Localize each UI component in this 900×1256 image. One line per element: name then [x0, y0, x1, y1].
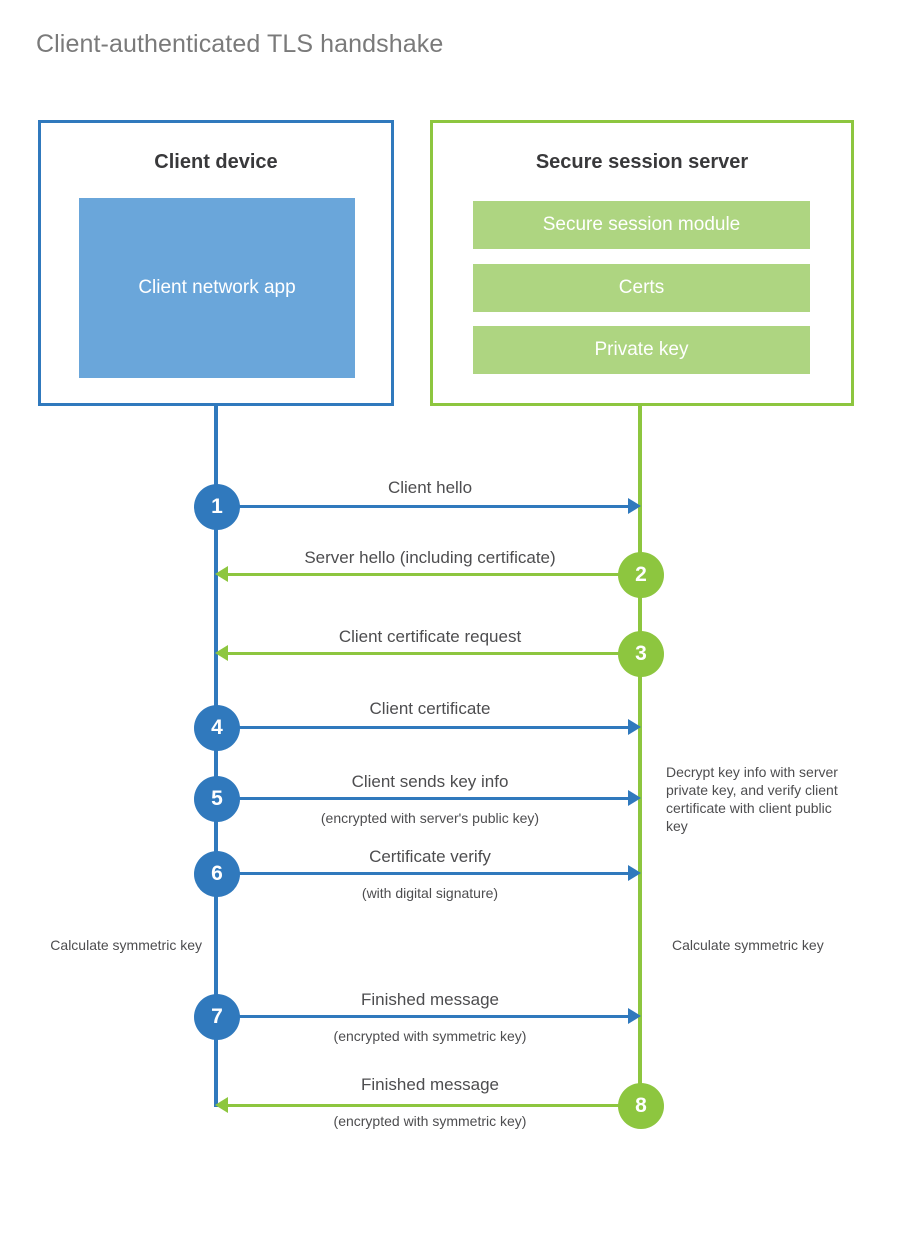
step-number: 1: [211, 495, 223, 518]
step-6-sublabel: (with digital signature): [361, 885, 499, 901]
server-calculate-symmetric-key-note: Calculate symmetric key: [672, 937, 824, 953]
step-7-badge[interactable]: 7: [194, 994, 240, 1040]
step-6-arrow-head-icon: [628, 865, 641, 881]
server-component-private-key: Private key: [473, 326, 810, 374]
server-decrypt-note: Decrypt key info with server private key…: [666, 764, 838, 834]
step-5-sublabel: (encrypted with server's public key): [320, 810, 540, 826]
step-number: 8: [635, 1094, 647, 1117]
step-4-badge[interactable]: 4: [194, 705, 240, 751]
step-6-label: Certificate verify: [369, 847, 491, 866]
step-7-arrow-head-icon: [628, 1008, 641, 1024]
step-8-arrow-head-icon: [215, 1097, 228, 1113]
step-5-arrow-head-icon: [628, 790, 641, 806]
step-2-label: Server hello (including certificate): [304, 548, 556, 567]
step-8-label: Finished message: [361, 1075, 499, 1094]
client-network-app-label: Client network app: [138, 277, 296, 298]
step-number: 3: [635, 642, 647, 665]
step-1-arrow-line: [216, 505, 630, 508]
step-8-sublabel: (encrypted with symmetric key): [333, 1113, 527, 1129]
step-6-arrow-line: [216, 872, 630, 875]
client-network-app-block: Client network app: [79, 198, 355, 378]
step-5-badge[interactable]: 5: [194, 776, 240, 822]
server-component-label: Certs: [618, 277, 665, 298]
step-4-label: Client certificate: [369, 699, 491, 718]
step-2-badge[interactable]: 2: [618, 552, 664, 598]
step-6-badge[interactable]: 6: [194, 851, 240, 897]
step-4-arrow-head-icon: [628, 719, 641, 735]
step-number: 6: [211, 862, 223, 885]
step-number: 4: [211, 716, 223, 739]
server-component-label: Secure session module: [542, 214, 741, 235]
step-2-arrow-head-icon: [215, 566, 228, 582]
step-2-arrow-line: [224, 573, 634, 576]
step-1-arrow-head-icon: [628, 498, 641, 514]
page-title: Client-authenticated TLS handshake: [36, 30, 444, 58]
client-device-box: Client device Client network app: [38, 120, 394, 406]
step-3-arrow-line: [224, 652, 634, 655]
secure-session-server-title: Secure session server: [535, 151, 749, 173]
step-number: 5: [211, 787, 223, 810]
step-number: 7: [211, 1005, 223, 1028]
step-8-arrow-line: [224, 1104, 634, 1107]
server-component-label: Private key: [594, 339, 689, 360]
step-8-badge[interactable]: 8: [618, 1083, 664, 1129]
client-lifeline: [214, 403, 218, 1107]
server-component-secure-session-module: Secure session module: [473, 201, 810, 249]
secure-session-server-box: Secure session server Secure session mod…: [430, 120, 854, 406]
client-calculate-symmetric-key-note: Calculate symmetric key: [50, 937, 202, 953]
step-7-sublabel: (encrypted with symmetric key): [333, 1028, 527, 1044]
step-3-label: Client certificate request: [338, 627, 522, 646]
step-5-label: Client sends key info: [351, 772, 509, 791]
client-device-title: Client device: [154, 151, 278, 173]
step-3-arrow-head-icon: [215, 645, 228, 661]
step-7-arrow-line: [216, 1015, 630, 1018]
server-component-certs: Certs: [473, 264, 810, 312]
step-1-label: Client hello: [387, 478, 473, 497]
step-1-badge[interactable]: 1: [194, 484, 240, 530]
step-number: 2: [635, 563, 647, 586]
step-5-arrow-line: [216, 797, 630, 800]
step-7-label: Finished message: [361, 990, 499, 1009]
step-4-arrow-line: [216, 726, 630, 729]
server-lifeline: [638, 403, 642, 1105]
step-3-badge[interactable]: 3: [618, 631, 664, 677]
